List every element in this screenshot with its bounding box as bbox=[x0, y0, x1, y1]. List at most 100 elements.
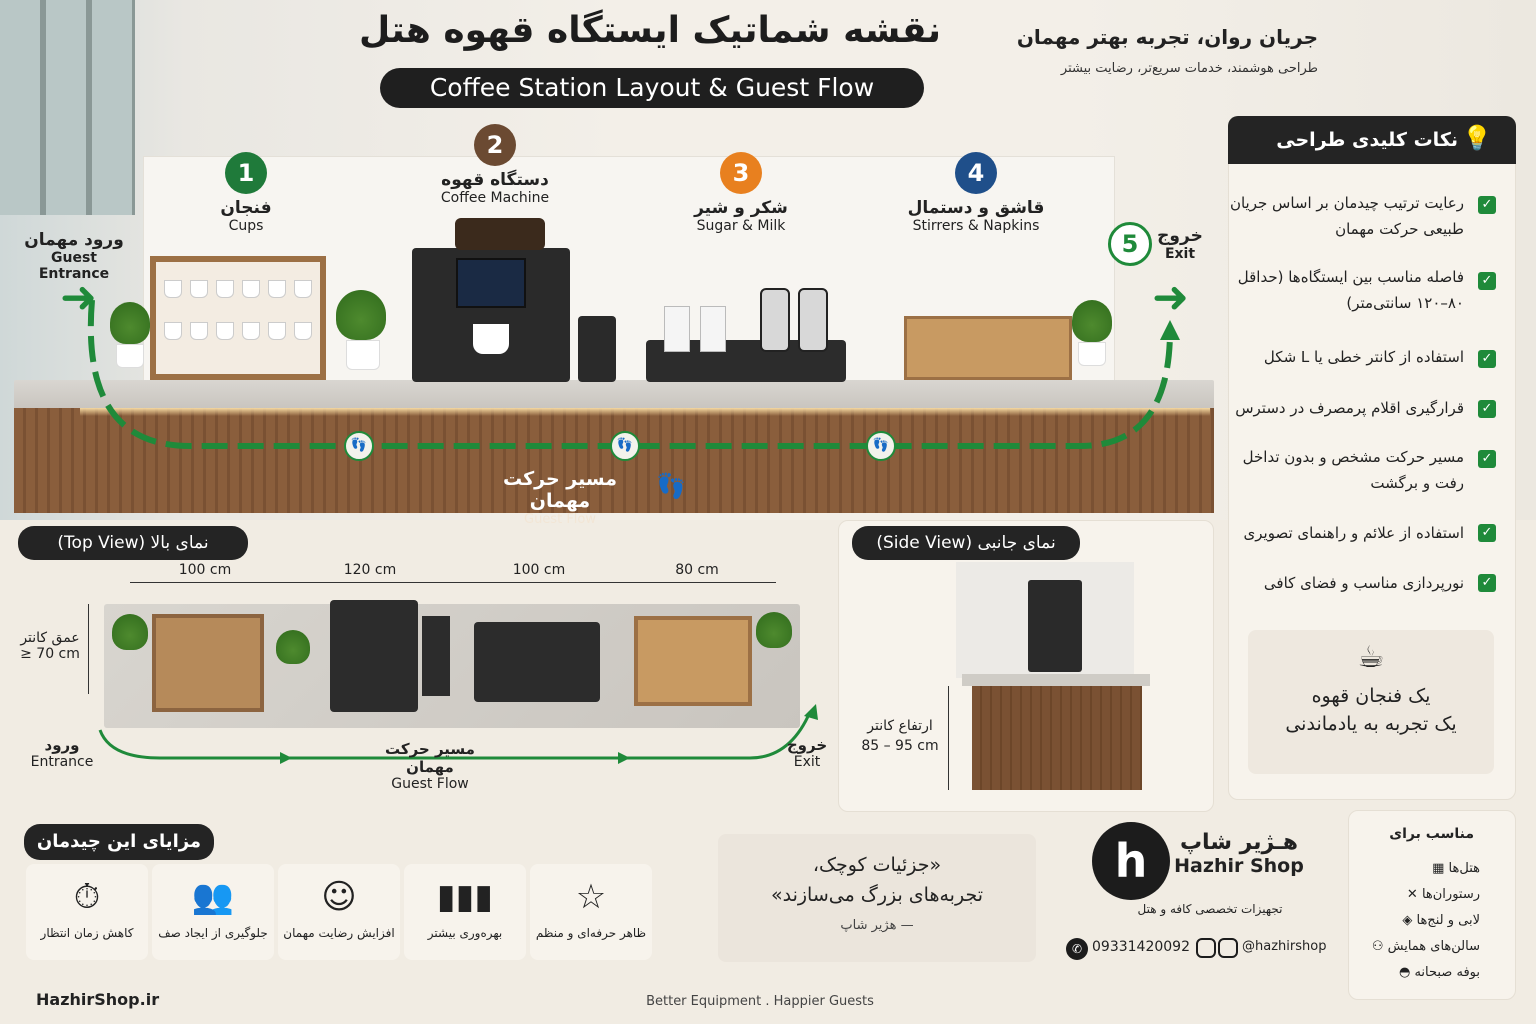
tip-item: استفاده از کانتر خطی یا L شکل bbox=[1263, 348, 1464, 366]
cutlery-icon: ✕ bbox=[1406, 887, 1418, 902]
top-view-label: نمای بالا (Top View) bbox=[18, 526, 248, 560]
benefit-label: کاهش زمان انتظار bbox=[40, 926, 134, 940]
suitable-label: لابی و لنج‌ها bbox=[1416, 913, 1480, 928]
entrance-en: Entrance bbox=[30, 754, 94, 770]
stirrer-organizer bbox=[904, 316, 1072, 380]
tips-title: نکات کلیدی طراحی bbox=[1276, 129, 1458, 151]
suitable-label: هتل‌ها bbox=[1448, 861, 1480, 876]
exit-fa: خروج bbox=[1157, 226, 1203, 246]
list-item: بوفه صبحانه ◓ bbox=[1360, 960, 1480, 986]
plant-icon bbox=[276, 630, 310, 664]
side-view-machine bbox=[1028, 580, 1082, 672]
depth-line bbox=[88, 604, 89, 694]
dim-label: 80 cm bbox=[675, 562, 719, 578]
plant-icon bbox=[756, 612, 792, 648]
benefit-item: ☆ ظاهر حرفه‌ای و منظم bbox=[530, 864, 652, 960]
brand-name-en: Hazhir Shop bbox=[1174, 855, 1304, 877]
exit-arrow-icon: ➜ bbox=[1152, 272, 1189, 323]
brand-desc: تجهیزات تخصصی کافه و هتل bbox=[1137, 902, 1283, 916]
top-view-tray bbox=[474, 622, 600, 702]
height-value: 85 – 95 cm bbox=[861, 738, 939, 754]
benefit-label: ظاهر حرفه‌ای و منظم bbox=[535, 926, 647, 940]
lightbulb-icon: 💡 bbox=[1462, 124, 1492, 152]
phone-icon: ✆ bbox=[1066, 938, 1088, 960]
brand-quote: «جزئیات کوچک، تجربه‌های بزرگ می‌سازند» —… bbox=[718, 834, 1036, 962]
tip-item: فاصله مناسب بین ایستگاه‌ها (حداقل ۸۰–۱۲۰… bbox=[1237, 268, 1464, 312]
station-label-en: Coffee Machine bbox=[440, 190, 550, 206]
height-label: ارتفاع کانتر 85 – 95 cm bbox=[854, 718, 946, 754]
station-4: 4 قاشق و دستمال Stirrers & Napkins bbox=[896, 152, 1056, 234]
plant-icon bbox=[336, 290, 386, 370]
list-item: لابی و لنج‌ها ◈ bbox=[1360, 908, 1480, 934]
check-icon: ✓ bbox=[1478, 272, 1496, 290]
top-view-flow-label: مسیر حرکت مهمان Guest Flow bbox=[360, 740, 500, 792]
station-label-fa: فنجان bbox=[220, 198, 272, 218]
brand-logo-icon: h bbox=[1092, 822, 1170, 900]
list-item: هتل‌ها ▦ bbox=[1360, 856, 1480, 882]
benefits-row: ⏱کاهش زمان انتظار 👥جلوگیری از ایجاد صف ☺… bbox=[26, 864, 656, 960]
list-item: رستوران‌ها ✕ bbox=[1360, 882, 1480, 908]
footprints-icon: 👣 bbox=[344, 431, 374, 461]
station-1: 1 فنجان Cups bbox=[196, 152, 296, 234]
dim-label: 100 cm bbox=[178, 562, 232, 578]
station-3: 3 شکر و شیر Sugar & Milk bbox=[676, 152, 806, 234]
station-label-fa: قاشق و دستمال bbox=[907, 198, 1045, 218]
star-icon: ☆ bbox=[575, 877, 607, 917]
brand-name-fa: هـژیر شاپ bbox=[1179, 830, 1299, 855]
plant-icon bbox=[110, 302, 150, 368]
station-label-en: Cups bbox=[228, 218, 264, 234]
footprints-icon: 👣 bbox=[610, 431, 640, 461]
quote-line2: یک تجربه به یادماندنی bbox=[1285, 713, 1457, 735]
suitable-label: رستوران‌ها bbox=[1421, 887, 1480, 902]
website-link[interactable]: HazhirShop.ir bbox=[36, 990, 160, 1009]
suitable-list: هتل‌ها ▦ رستوران‌ها ✕ لابی و لنج‌ها ◈ سا… bbox=[1360, 856, 1480, 986]
top-view-exit: خروج Exit bbox=[780, 736, 834, 770]
instagram-icon bbox=[1196, 938, 1216, 958]
entrance-en: Guest Entrance bbox=[38, 250, 110, 282]
station-label-fa: شکر و شیر bbox=[694, 198, 788, 218]
quote-line1: «جزئیات کوچک، bbox=[812, 854, 942, 876]
counter-top bbox=[14, 380, 1214, 410]
coffee-cup-icon: ☕ bbox=[1357, 640, 1385, 675]
suitable-panel bbox=[1348, 810, 1516, 1000]
brand-name: هـژیر شاپ Hazhir Shop bbox=[1174, 830, 1304, 877]
brand-phone[interactable]: 09331420092 bbox=[1092, 939, 1190, 955]
benefit-item: ☺افزایش رضایت مهمان bbox=[278, 864, 400, 960]
dim-label: 120 cm bbox=[343, 562, 397, 578]
quote-line2: تجربه‌های بزرگ می‌سازند» bbox=[770, 884, 983, 906]
entrance-fa: ورود bbox=[44, 736, 80, 754]
dim-label: 100 cm bbox=[512, 562, 566, 578]
plant-icon bbox=[1072, 300, 1112, 366]
station-label-fa: دستگاه قهوه bbox=[441, 170, 549, 190]
benefits-title: مزایای این چیدمان bbox=[24, 824, 214, 860]
exit-number: 5 bbox=[1108, 222, 1152, 266]
side-view-label: نمای جانبی (Side View) bbox=[852, 526, 1080, 560]
guest-flow-path bbox=[87, 300, 1180, 449]
sugar-jar-icon bbox=[700, 306, 726, 352]
coffee-quote-box: ☕ یک فنجان قهوه یک تجربه به یادماندنی bbox=[1248, 630, 1494, 774]
hotel-icon: ▦ bbox=[1432, 861, 1445, 876]
people-icon: 👥 bbox=[191, 877, 235, 917]
depth-fa: عمق کانتر bbox=[20, 630, 80, 646]
benefit-item: 👥 جلوگیری از ایجاد صف bbox=[152, 864, 274, 960]
brand-instagram[interactable]: @hazhirshop bbox=[1242, 939, 1327, 954]
suitable-label: بوفه صبحانه bbox=[1414, 965, 1480, 980]
conference-icon: ⚇ bbox=[1371, 939, 1384, 954]
top-view-grinder bbox=[422, 616, 450, 696]
flow-fa: مسیر حرکت مهمان bbox=[385, 740, 475, 776]
tip-item: نورپردازی مناسب و فضای کافی bbox=[1263, 574, 1464, 592]
guest-flow-fa: مسیر حرکت مهمان bbox=[503, 468, 617, 512]
top-view-flow-path bbox=[98, 704, 818, 764]
exit-en: Exit bbox=[793, 754, 821, 770]
benefit-label: جلوگیری از ایجاد صف bbox=[158, 926, 268, 940]
buffet-icon: ◓ bbox=[1398, 965, 1411, 980]
coffee-machine bbox=[412, 248, 570, 382]
station-number: 1 bbox=[225, 152, 267, 194]
entrance-fa: ورود مهمان bbox=[24, 230, 124, 250]
bean-hopper bbox=[455, 218, 545, 250]
page-subtitle: Coffee Station Layout & Guest Flow bbox=[380, 68, 924, 108]
footprints-icon: 👣 bbox=[656, 472, 686, 500]
top-view-cups bbox=[152, 614, 264, 712]
side-view-counter-front bbox=[972, 686, 1142, 790]
height-line bbox=[948, 686, 949, 790]
